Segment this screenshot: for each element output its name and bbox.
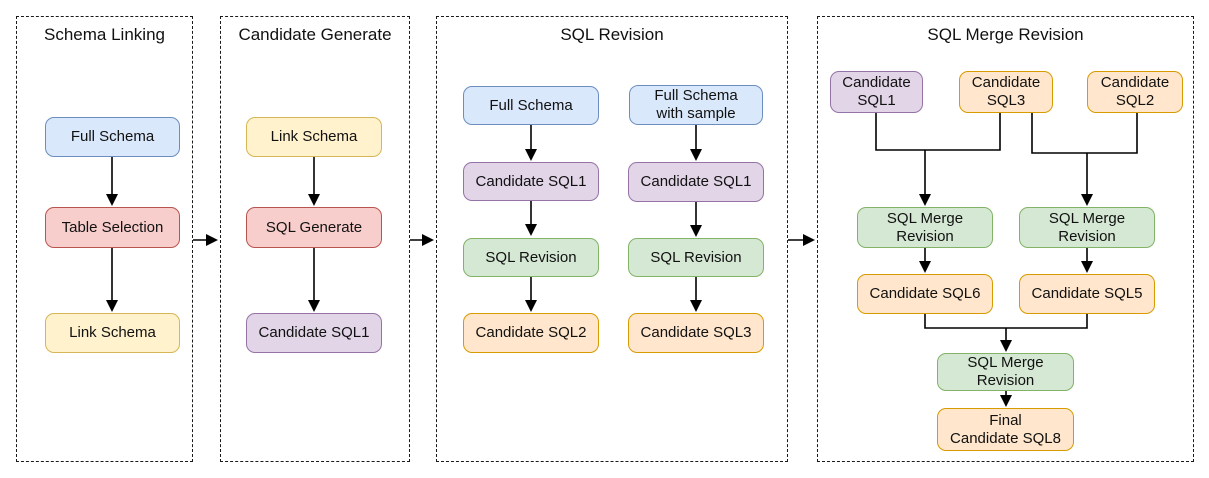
node-p4-final-candidate-sql8: Final Candidate SQL8 (937, 408, 1074, 451)
node-p4-candidate-sql5: Candidate SQL5 (1019, 274, 1155, 314)
panel-candidate-generate (220, 16, 410, 462)
node-p4-candidate-sql2: Candidate SQL2 (1087, 71, 1183, 113)
node-p3b-sql-revision: SQL Revision (628, 238, 764, 277)
node-p4-candidate-sql3: Candidate SQL3 (959, 71, 1053, 113)
panel-title-candidate-generate: Candidate Generate (238, 25, 392, 44)
panel-title-sql-merge-revision: SQL Merge Revision (927, 25, 1084, 44)
node-p2-link-schema: Link Schema (246, 117, 382, 157)
node-p4-sql-merge-revision-right: SQL Merge Revision (1019, 207, 1155, 248)
node-p3b-candidate-sql3: Candidate SQL3 (628, 313, 764, 353)
node-p3a-sql-revision: SQL Revision (463, 238, 599, 277)
node-p3a-candidate-sql1: Candidate SQL1 (463, 162, 599, 201)
panel-sql-revision (436, 16, 788, 462)
node-p3b-candidate-sql1: Candidate SQL1 (628, 162, 764, 202)
node-p4-sql-merge-revision-final: SQL Merge Revision (937, 353, 1074, 391)
panel-title-schema-linking: Schema Linking (44, 25, 165, 44)
node-p4-candidate-sql6: Candidate SQL6 (857, 274, 993, 314)
node-p2-sql-generate: SQL Generate (246, 207, 382, 248)
panel-schema-linking (16, 16, 193, 462)
node-p3b-full-schema-with-sample: Full Schema with sample (629, 85, 763, 125)
node-p4-candidate-sql1: Candidate SQL1 (830, 71, 923, 113)
node-p1-link-schema: Link Schema (45, 313, 180, 353)
node-p1-full-schema: Full Schema (45, 117, 180, 157)
panel-sql-merge-revision (817, 16, 1194, 462)
node-p4-sql-merge-revision-left: SQL Merge Revision (857, 207, 993, 248)
node-p1-table-selection: Table Selection (45, 207, 180, 248)
node-p2-candidate-sql1: Candidate SQL1 (246, 313, 382, 353)
node-p3a-candidate-sql2: Candidate SQL2 (463, 313, 599, 353)
panel-title-sql-revision: SQL Revision (560, 25, 664, 44)
node-p3a-full-schema: Full Schema (463, 86, 599, 125)
